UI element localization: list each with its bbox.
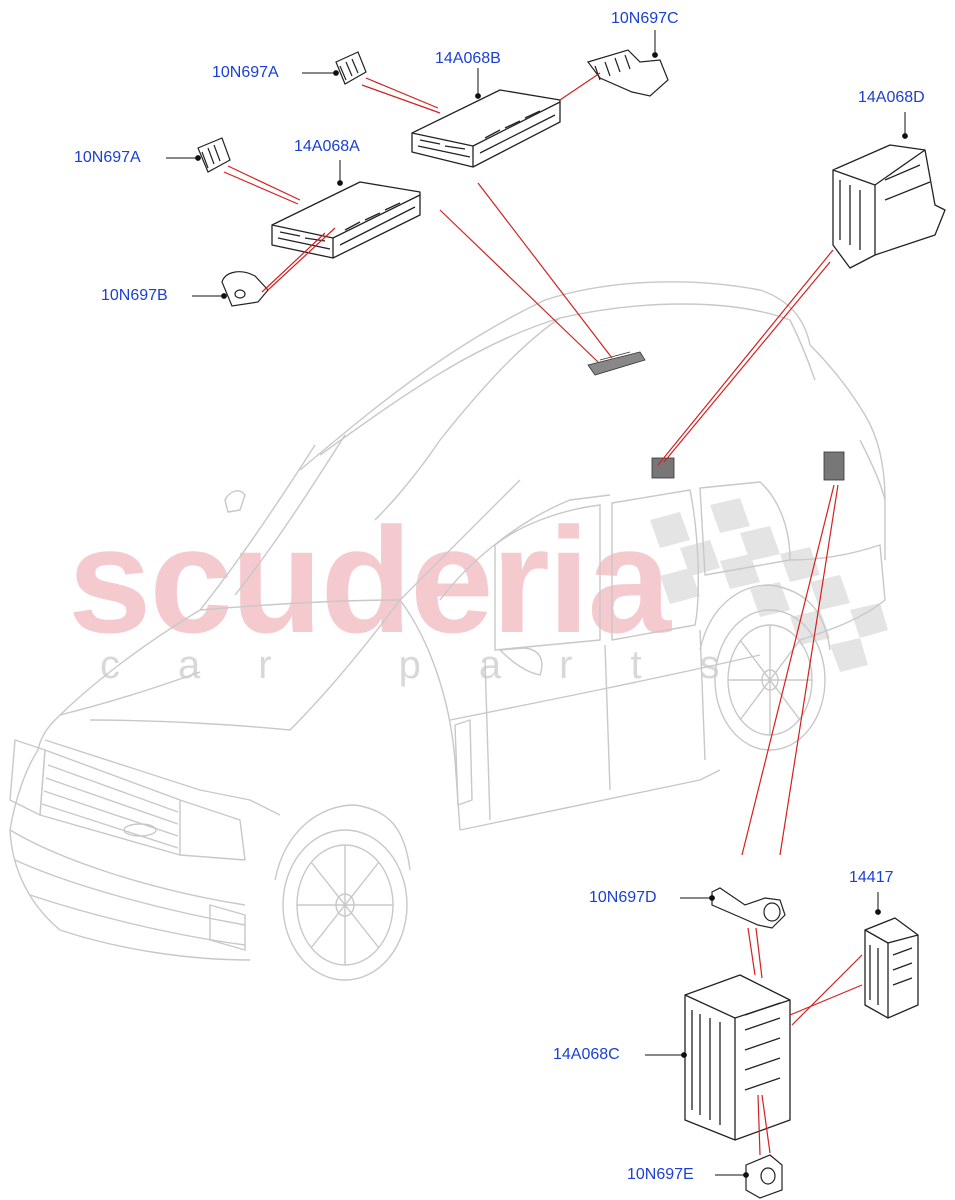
callout-anchors xyxy=(166,30,908,1178)
roof-module-marker xyxy=(587,351,646,376)
module-14a068d xyxy=(832,144,946,269)
callout-10n697e: 10N697E xyxy=(627,1166,694,1183)
callout-10n697a-lower: 10N697A xyxy=(74,149,141,166)
module-14a068a xyxy=(271,181,421,259)
callout-10n697d: 10N697D xyxy=(589,889,657,906)
callout-14a068a: 14A068A xyxy=(294,138,360,155)
rear-module-marker xyxy=(823,451,845,481)
callout-14417: 14417 xyxy=(849,869,894,886)
callout-10n697c: 10N697C xyxy=(611,10,679,27)
leader-lines xyxy=(223,72,863,1156)
watermark-tagline: car parts xyxy=(100,643,778,687)
connector-10n697a-upper xyxy=(335,51,367,85)
pillar-module-marker xyxy=(651,457,675,479)
checkered-flag-watermark xyxy=(650,498,888,672)
module-14a068b xyxy=(411,89,561,168)
connector-10n697c xyxy=(587,49,669,97)
connector-10n697d xyxy=(711,887,786,929)
callout-14a068c: 14A068C xyxy=(553,1046,620,1063)
module-14a068c xyxy=(684,974,791,1141)
vehicle-outline xyxy=(9,281,886,981)
callout-14a068b: 14A068B xyxy=(435,50,501,67)
callout-10n697a-upper: 10N697A xyxy=(212,64,279,81)
connector-10n697a-lower xyxy=(197,137,231,173)
relay-14417 xyxy=(864,917,919,1019)
callout-14a068d: 14A068D xyxy=(858,89,925,106)
connector-10n697b xyxy=(221,271,269,307)
callout-10n697b: 10N697B xyxy=(101,287,168,304)
connector-10n697e xyxy=(745,1154,783,1199)
